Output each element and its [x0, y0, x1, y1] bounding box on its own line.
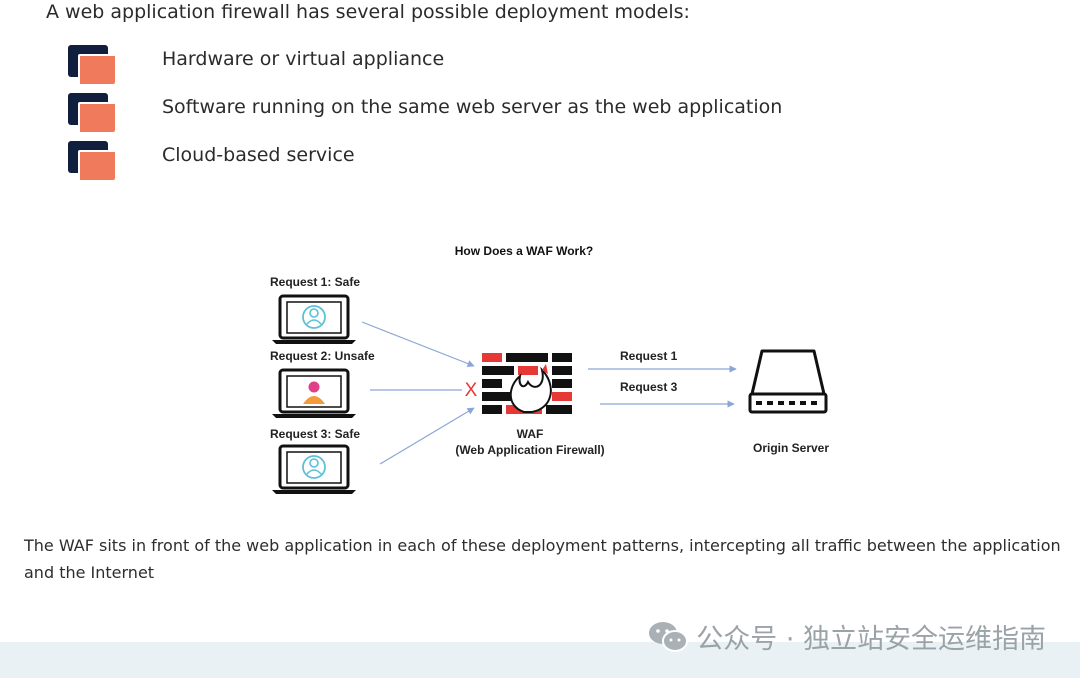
- laptop-safe-icon: [272, 294, 356, 344]
- request-label: Request 3: Safe: [270, 427, 360, 441]
- diagram-title: How Does a WAF Work?: [455, 244, 593, 258]
- deployment-label: Software running on the same web server …: [162, 96, 783, 118]
- deployment-label: Cloud-based service: [162, 144, 355, 166]
- waf-diagram: How Does a WAF Work? Request 1: Safe Req…: [262, 236, 852, 506]
- forwarded-label: Request 3: [620, 380, 678, 394]
- waf-sublabel: (Web Application Firewall): [455, 443, 604, 457]
- forwarded-label: Request 1: [620, 349, 678, 363]
- laptop-unsafe-icon: [272, 368, 356, 418]
- request-arrow: [361, 321, 475, 367]
- request-arrow: [379, 407, 475, 465]
- request-label: Request 1: Safe: [270, 275, 360, 289]
- request-label: Request 2: Unsafe: [270, 349, 375, 363]
- stacked-window-icon: [68, 45, 116, 85]
- stacked-window-icon: [68, 93, 116, 133]
- deployment-label: Hardware or virtual appliance: [162, 48, 445, 70]
- server-label: Origin Server: [753, 441, 829, 455]
- watermark: 公众号 · 独立站安全运维指南: [648, 617, 1046, 656]
- wechat-icon: [648, 620, 689, 654]
- deployment-item: Software running on the same web server …: [68, 93, 782, 135]
- blocked-mark-icon: X: [465, 380, 478, 401]
- waf-diagram-svg: How Does a WAF Work? Request 1: Safe Req…: [270, 244, 829, 494]
- footer-band: [0, 642, 1080, 678]
- deployment-item: Hardware or virtual appliance: [68, 45, 768, 87]
- server-icon: [748, 349, 828, 414]
- stacked-window-icon: [68, 141, 116, 181]
- caption-text: The WAF sits in front of the web applica…: [24, 536, 1061, 582]
- waf-label: WAF: [517, 427, 544, 441]
- intro-text: A web application firewall has several p…: [46, 1, 690, 23]
- firewall-icon: [482, 353, 572, 417]
- laptop-safe-icon: [272, 444, 356, 494]
- watermark-text: 公众号 · 独立站安全运维指南: [696, 624, 1046, 655]
- deployment-item: Cloud-based service: [68, 141, 768, 183]
